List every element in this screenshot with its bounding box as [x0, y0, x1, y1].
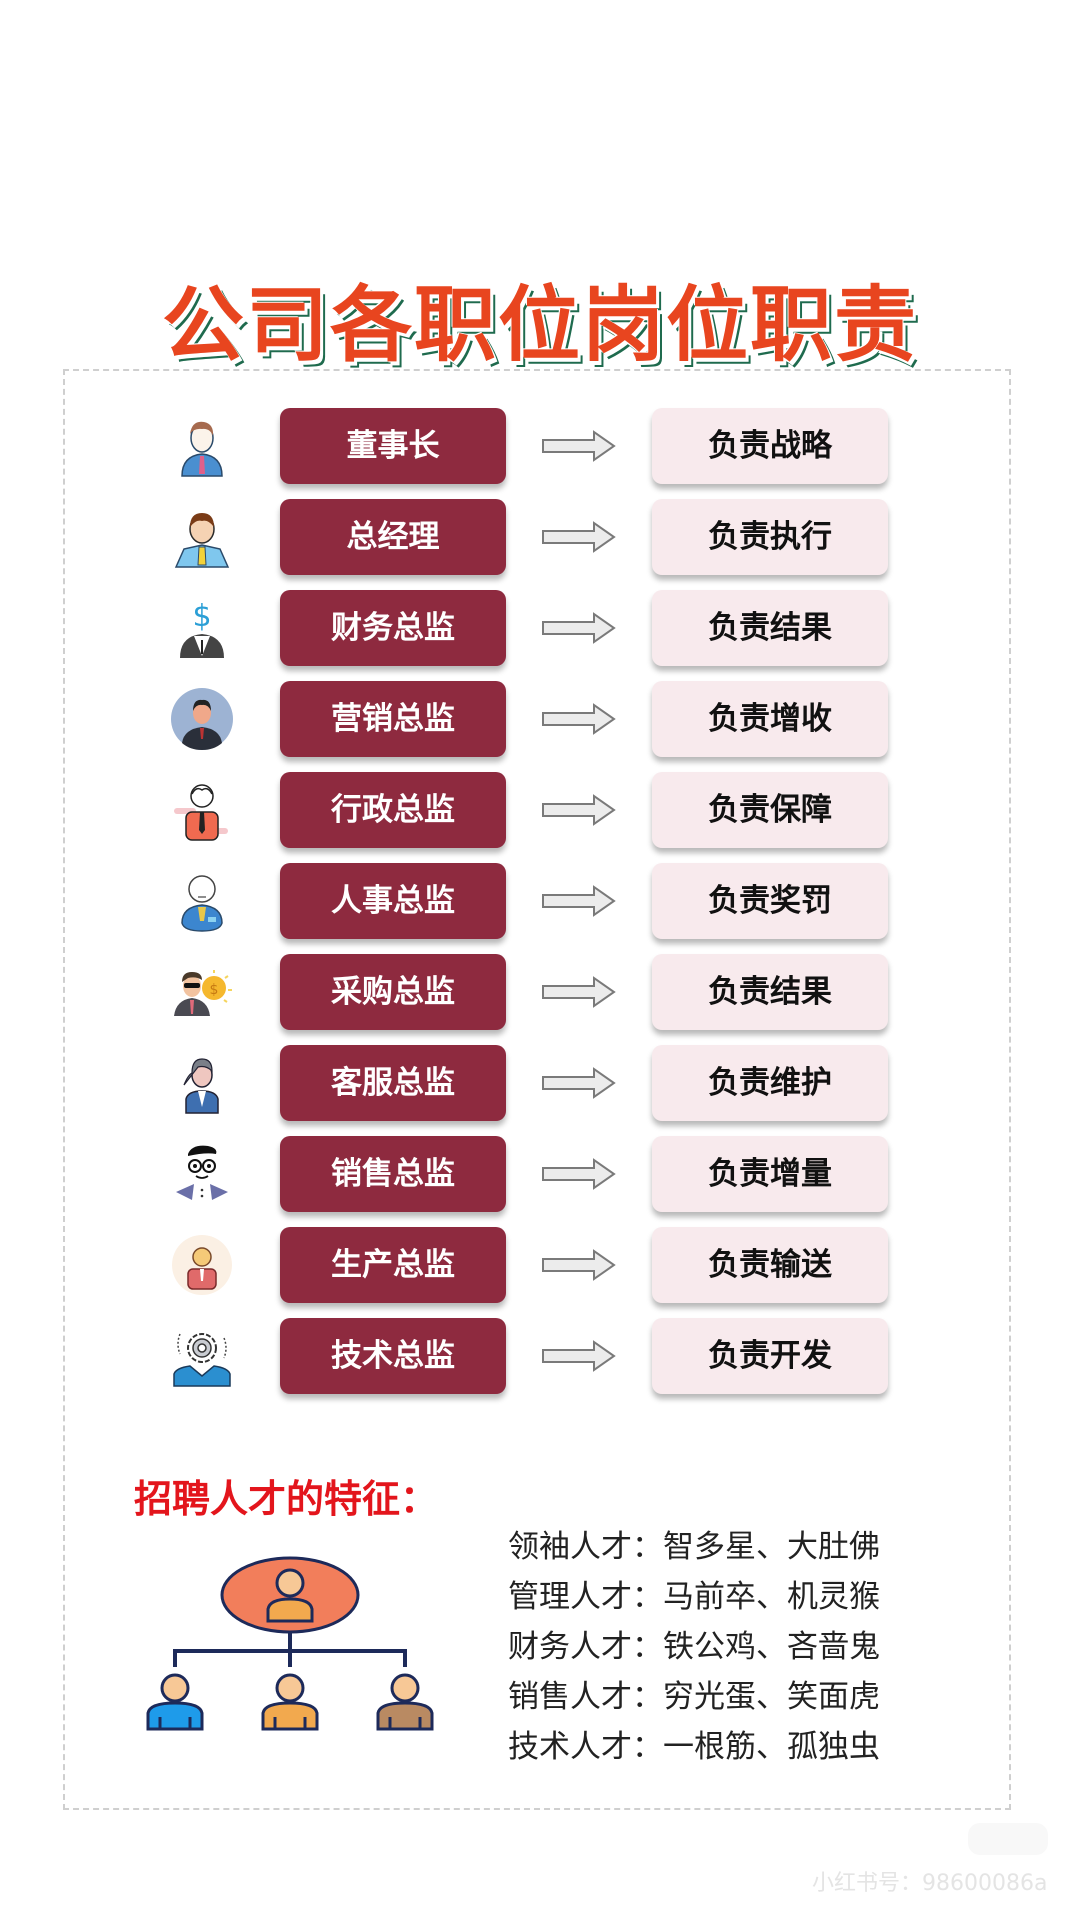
role-row: $ 采购总监 负责结果 [0, 954, 1080, 1030]
role-row: $ 财务总监 负责结果 [0, 590, 1080, 666]
trait-item: 技术人才：一根筋、孤独虫 [508, 1729, 880, 1765]
duty-label: 负责增量 [652, 1136, 888, 1212]
arrow-right-icon [542, 794, 616, 826]
customer-service-director-icon [183, 1058, 219, 1114]
duty-label: 负责增收 [652, 681, 888, 757]
role-label: 营销总监 [280, 681, 506, 757]
talent-traits-list: 领袖人才：智多星、大肚佛 管理人才：马前卒、机灵猴 财务人才：铁公鸡、吝啬鬼 销… [508, 1522, 880, 1772]
role-row: 董事长 负责战略 [0, 408, 1080, 484]
duty-label: 负责保障 [652, 772, 888, 848]
watermark-logo-icon [968, 1823, 1048, 1855]
role-label: 财务总监 [280, 590, 506, 666]
recruit-title: 招聘人才的特征： [134, 1477, 439, 1521]
svg-text:$: $ [192, 599, 211, 634]
arrow-right-icon [542, 1067, 616, 1099]
production-director-icon [172, 1235, 232, 1295]
role-label: 客服总监 [280, 1045, 506, 1121]
role-label: 采购总监 [280, 954, 506, 1030]
role-label: 总经理 [280, 499, 506, 575]
role-row: 营销总监 负责增收 [0, 681, 1080, 757]
chairman-icon [181, 421, 223, 477]
role-row: 客服总监 负责维护 [0, 1045, 1080, 1121]
admin-director-icon [174, 784, 228, 841]
page-title: 公司各职位岗位职责 [161, 278, 918, 373]
duty-label: 负责结果 [652, 954, 888, 1030]
trait-item: 财务人才：铁公鸡、吝啬鬼 [508, 1629, 880, 1665]
arrow-right-icon [542, 612, 616, 644]
arrow-right-icon [542, 430, 616, 462]
arrow-right-icon [542, 1340, 616, 1372]
role-label: 行政总监 [280, 772, 506, 848]
hr-director-icon [181, 875, 223, 932]
duty-label: 负责结果 [652, 590, 888, 666]
duty-label: 负责输送 [652, 1227, 888, 1303]
role-label: 人事总监 [280, 863, 506, 939]
duty-label: 负责奖罚 [652, 863, 888, 939]
marketing-director-icon [171, 688, 233, 750]
role-label: 董事长 [280, 408, 506, 484]
duty-label: 负责执行 [652, 499, 888, 575]
arrow-right-icon [542, 703, 616, 735]
watermark: 小红书号：98600086a [812, 1871, 1048, 1896]
trait-item: 管理人才：马前卒、机灵猴 [508, 1579, 880, 1615]
role-label: 销售总监 [280, 1136, 506, 1212]
sales-director-icon [176, 1145, 228, 1200]
duty-label: 负责战略 [652, 408, 888, 484]
role-row: 技术总监 负责开发 [0, 1318, 1080, 1394]
general-manager-icon [174, 513, 230, 568]
arrow-right-icon [542, 521, 616, 553]
duty-label: 负责开发 [652, 1318, 888, 1394]
tech-director-icon [173, 1333, 231, 1387]
role-label: 技术总监 [280, 1318, 506, 1394]
trait-item: 领袖人才：智多星、大肚佛 [508, 1529, 880, 1565]
org-chart-icon [146, 1556, 434, 1731]
role-row: 生产总监 负责输送 [0, 1227, 1080, 1303]
arrow-right-icon [542, 976, 616, 1008]
role-row: 销售总监 负责增量 [0, 1136, 1080, 1212]
finance-director-icon: $ [180, 599, 224, 658]
duty-label: 负责维护 [652, 1045, 888, 1121]
trait-item: 销售人才：穷光蛋、笑面虎 [508, 1679, 880, 1715]
purchasing-director-icon: $ [174, 970, 232, 1016]
arrow-right-icon [542, 885, 616, 917]
role-row: 人事总监 负责奖罚 [0, 863, 1080, 939]
arrow-right-icon [542, 1158, 616, 1190]
role-row: 总经理 负责执行 [0, 499, 1080, 575]
arrow-right-icon [542, 1249, 616, 1281]
role-row: 行政总监 负责保障 [0, 772, 1080, 848]
svg-text:$: $ [210, 982, 219, 998]
dashed-frame [63, 369, 1011, 1810]
role-label: 生产总监 [280, 1227, 506, 1303]
